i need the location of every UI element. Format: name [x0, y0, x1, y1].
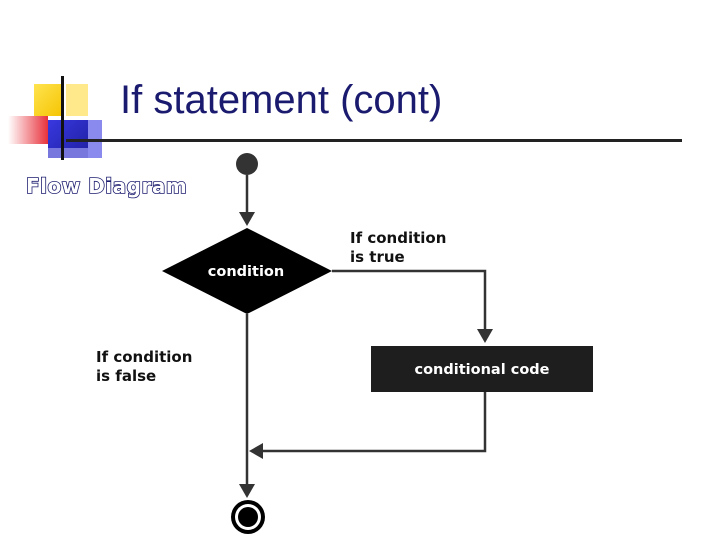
slide-title: If statement (cont) — [120, 78, 443, 122]
start-node — [236, 153, 258, 175]
arrowhead-start-to-decision — [239, 212, 255, 226]
action-node — [371, 346, 593, 392]
return-line — [262, 392, 487, 453]
action-label: conditional code — [415, 362, 550, 378]
deco-red-square — [8, 116, 48, 144]
true-branch-line — [332, 269, 487, 330]
diagram-subtitle: Flow Diagram — [25, 173, 188, 199]
end-node-inner — [238, 507, 258, 527]
false-branch-label-2: is false — [96, 367, 156, 385]
title-divider — [66, 139, 682, 142]
decision-label: condition — [208, 264, 284, 280]
deco-yellow-square-2 — [66, 84, 88, 116]
deco-yellow-square — [34, 84, 64, 116]
true-branch-label-1: If condition — [350, 229, 446, 247]
deco-blue-square-3 — [48, 148, 88, 158]
decision-node — [162, 228, 332, 314]
arrowhead-true-branch — [477, 329, 493, 343]
true-branch-label-2: is true — [350, 248, 405, 266]
false-branch-label-1: If condition — [96, 348, 192, 366]
deco-vertical-bar — [61, 76, 64, 160]
arrowhead-false-branch — [239, 484, 255, 498]
arrowhead-return — [249, 443, 263, 459]
